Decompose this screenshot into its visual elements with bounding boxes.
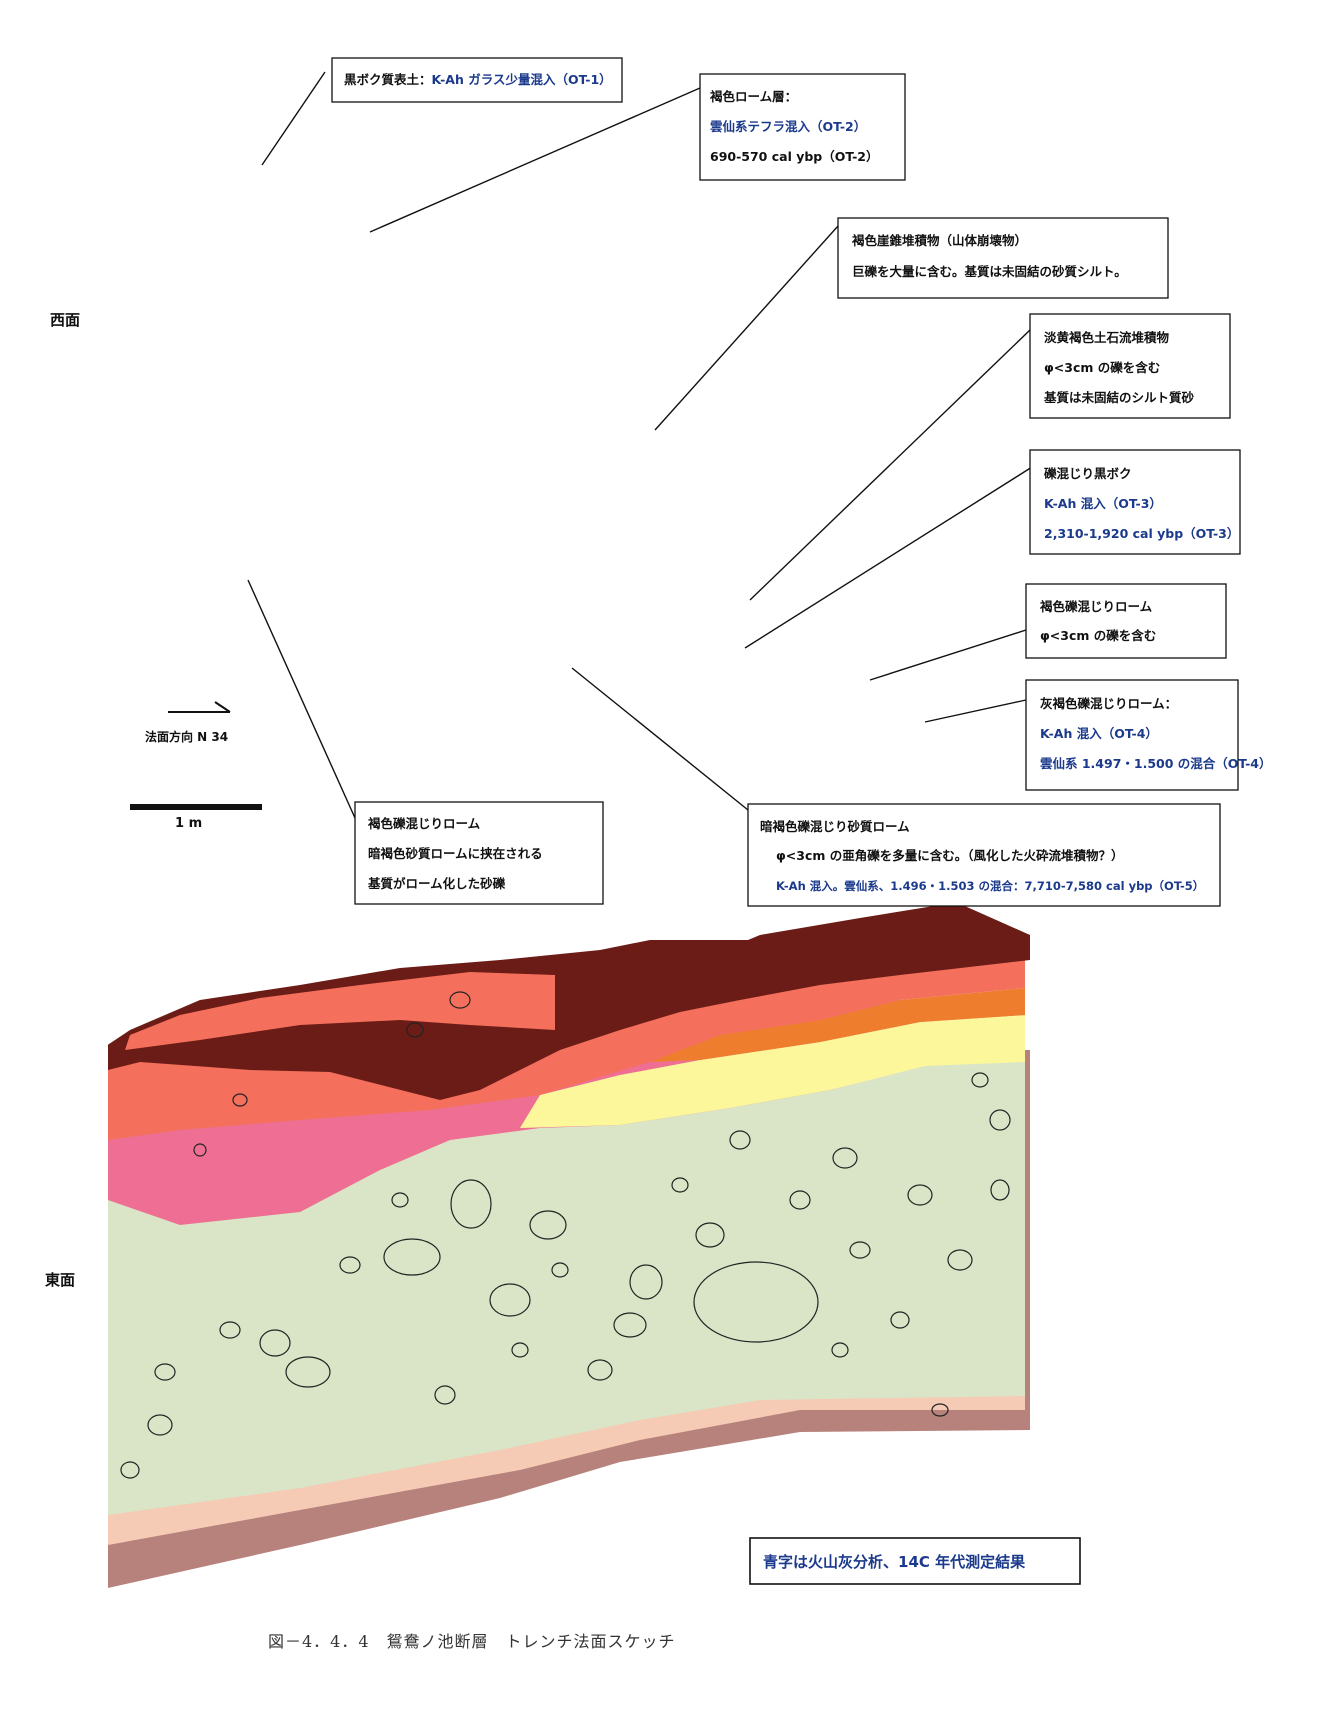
east-layer-topsoil-edge bbox=[1025, 1060, 1030, 1430]
west-face-label: 西面 bbox=[50, 311, 80, 329]
east-layer-dark-brown-top bbox=[520, 900, 1030, 1050]
gray-brown-loam-line3: 雲仙系 1.497・1.500 の混合（OT-4） bbox=[1040, 756, 1271, 771]
east-layer-brown-gravel-loam bbox=[650, 988, 1025, 1062]
scale-bar: 1 m bbox=[130, 804, 262, 831]
label-topsoil: 黒ボク質表土：K-Ah ガラス少量混入（OT-1） bbox=[331, 57, 623, 103]
brown-gravel-loam-r-line2: φ<3cm の礫を含む bbox=[1040, 628, 1156, 643]
label-debris-flow: 淡黄褐色土石流堆積物 φ<3cm の礫を含む 基質は未固結のシルト質砂 bbox=[1029, 313, 1231, 419]
brown-gravel-loam-l-title: 褐色礫混じりローム bbox=[367, 816, 481, 831]
label-brown-gravel-loam-right: 褐色礫混じりローム φ<3cm の礫を含む bbox=[1025, 583, 1227, 659]
brown-gravel-loam-r-title: 褐色礫混じりローム bbox=[1039, 599, 1153, 614]
east-layer-salmon-top bbox=[125, 972, 555, 1050]
east-layer-debris-flow bbox=[520, 1015, 1025, 1128]
label-brown-loam: 褐色ローム層： 雲仙系テフラ混入（OT-2） 690-570 cal ybp（O… bbox=[699, 73, 906, 181]
label-brown-gravel-loam-left: 褐色礫混じりローム 暗褐色砂質ロームに挟在される 基質がローム化した砂礫 bbox=[354, 801, 604, 905]
figure-caption: 図－4．4．4 鴛鴦ノ池断層 トレンチ法面スケッチ bbox=[268, 1632, 676, 1651]
scale-label: 1 m bbox=[175, 816, 202, 831]
brown-loam-line2: 雲仙系テフラ混入（OT-2） bbox=[710, 119, 866, 134]
brown-gravel-loam-l-line3: 基質がローム化した砂礫 bbox=[367, 876, 506, 891]
dark-brown-loam-title: 暗褐色礫混じり砂質ローム bbox=[760, 819, 910, 834]
leader-lines bbox=[247, 71, 1041, 819]
debris-flow-title: 淡黄褐色土石流堆積物 bbox=[1044, 330, 1170, 345]
brown-gravel-loam-l-line2: 暗褐色砂質ロームに挟在される bbox=[368, 846, 543, 861]
legend-note: 青字は火山灰分析、14C 年代測定結果 bbox=[749, 1537, 1081, 1585]
direction-arrow: 法面方向 N 34 bbox=[145, 701, 231, 744]
east-face-label: 東面 bbox=[45, 1271, 75, 1289]
direction-label: 法面方向 N 34 bbox=[145, 729, 228, 744]
gray-brown-loam-title: 灰褐色礫混じりローム： bbox=[1040, 696, 1177, 711]
label-gravel-kuroboku: 礫混じり黒ボク K-Ah 混入（OT-3） 2,310-1,920 cal yb… bbox=[1029, 449, 1241, 555]
label-talus: 褐色崖錐堆積物（山体崩壊物） 巨礫を大量に含む。基質は未固結の砂質シルト。 bbox=[837, 217, 1169, 299]
talus-title: 褐色崖錐堆積物（山体崩壊物） bbox=[851, 233, 1027, 248]
svg-text:黒ボク質表土：K-Ah ガラス少量混入（OT-1）: 黒ボク質表土：K-Ah ガラス少量混入（OT-1） bbox=[344, 72, 612, 87]
gravel-kuroboku-line2: K-Ah 混入（OT-3） bbox=[1044, 496, 1162, 511]
east-clasts bbox=[120, 991, 1011, 1479]
talus-line2: 巨礫を大量に含む。基質は未固結の砂質シルト。 bbox=[852, 264, 1127, 279]
debris-flow-line3: 基質は未固結のシルト質砂 bbox=[1043, 390, 1195, 405]
brown-loam-title: 褐色ローム層： bbox=[709, 89, 797, 104]
label-dark-brown-loam: 暗褐色礫混じり砂質ローム φ<3cm の亜角礫を多量に含む。（風化した火砕流堆積… bbox=[747, 803, 1221, 907]
dark-brown-loam-line2: φ<3cm の亜角礫を多量に含む。（風化した火砕流堆積物？） bbox=[776, 848, 1124, 863]
topsoil-prefix: 黒ボク質表土： bbox=[344, 72, 432, 87]
gray-brown-loam-line2: K-Ah 混入（OT-4） bbox=[1040, 726, 1158, 741]
topsoil-suffix: K-Ah ガラス少量混入（OT-1） bbox=[432, 72, 612, 87]
gravel-kuroboku-title: 礫混じり黒ボク bbox=[1043, 466, 1132, 481]
dark-brown-loam-line3: K-Ah 混入。雲仙系、1.496・1.503 の混合：7,710-7,580 … bbox=[776, 879, 1204, 893]
gravel-kuroboku-line3: 2,310-1,920 cal ybp（OT-3） bbox=[1044, 526, 1239, 541]
label-gray-brown-loam: 灰褐色礫混じりローム： K-Ah 混入（OT-4） 雲仙系 1.497・1.50… bbox=[1025, 679, 1271, 791]
legend-note-text: 青字は火山灰分析、14C 年代測定結果 bbox=[763, 1553, 1026, 1571]
debris-flow-line2: φ<3cm の礫を含む bbox=[1044, 360, 1160, 375]
brown-loam-line3: 690-570 cal ybp（OT-2） bbox=[710, 149, 878, 164]
